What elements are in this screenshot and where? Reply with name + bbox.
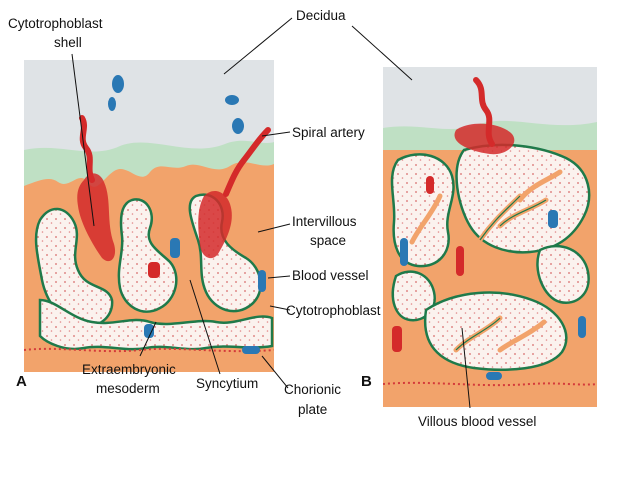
label-cytotrophoblast-shell-2: shell — [54, 35, 82, 50]
spiral-artery-a1 — [79, 115, 95, 183]
label-intervillous-1: Intervillous — [292, 214, 357, 229]
label-extraembryonic-2: mesoderm — [96, 381, 160, 396]
label-cytotrophoblast-shell-1: Cytotrophoblast — [8, 16, 103, 31]
intervillous-space-a1 — [34, 207, 114, 329]
chorionic-plate-b — [383, 381, 597, 387]
cytotrophoblast-shell-a2 — [198, 190, 232, 259]
intervillous-space-b5 — [536, 244, 590, 305]
label-intervillous-2: space — [310, 233, 346, 248]
villous-branch-outline-b — [455, 195, 547, 351]
label-chorionic-2: plate — [298, 402, 327, 417]
syncytium-line-a — [24, 347, 274, 353]
villous-vessel-b5 — [486, 372, 502, 380]
villous-vessel-b3 — [456, 246, 464, 276]
decidual-vessel-a3 — [225, 95, 239, 105]
intervillous-space-b1 — [390, 153, 455, 268]
label-syncytium: Syncytium — [196, 376, 258, 391]
cytotrophoblast-shell-b — [454, 123, 515, 155]
spiral-artery-a2 — [223, 127, 271, 197]
decidual-vessel-a2 — [108, 97, 116, 111]
intervillous-space-a2 — [117, 198, 178, 313]
villous-vessel-a1 — [170, 238, 180, 258]
label-chorionic-1: Chorionic — [284, 382, 341, 397]
decidual-vessel-a1 — [112, 75, 124, 93]
villous-vessel-a3 — [144, 324, 154, 338]
panel-a — [24, 60, 274, 372]
villous-vessel-b6 — [548, 210, 558, 228]
panel-label-a: A — [16, 373, 27, 390]
villous-vessel-b7 — [426, 176, 434, 194]
villous-vessel-a4 — [148, 262, 160, 278]
villous-vessel-b4 — [578, 316, 586, 338]
villous-vessel-b1 — [400, 238, 408, 266]
villous-vessel-a5 — [242, 346, 260, 354]
label-spiral-artery: Spiral artery — [292, 125, 365, 140]
intervillous-space-b4 — [423, 291, 568, 371]
chorionic-plate-a — [24, 348, 274, 372]
decidual-vessel-a4 — [232, 118, 244, 134]
cytotrophoblast-shell-a1 — [77, 173, 116, 262]
villous-vessel-a2 — [258, 270, 266, 292]
panel-label-b: B — [361, 373, 372, 390]
label-decidua: Decidua — [296, 8, 346, 23]
label-extraembryonic-1: Extraembryonic — [82, 362, 176, 377]
panel-b — [383, 67, 597, 407]
leader-lines — [71, 17, 471, 409]
villous-vessel-b2 — [392, 326, 402, 352]
label-cytotrophoblast: Cytotrophoblast — [286, 303, 381, 318]
intervillous-space-a4 — [38, 298, 274, 351]
label-villous-blood-vessel: Villous blood vessel — [418, 414, 536, 429]
label-blood-vessel: Blood vessel — [292, 268, 369, 283]
